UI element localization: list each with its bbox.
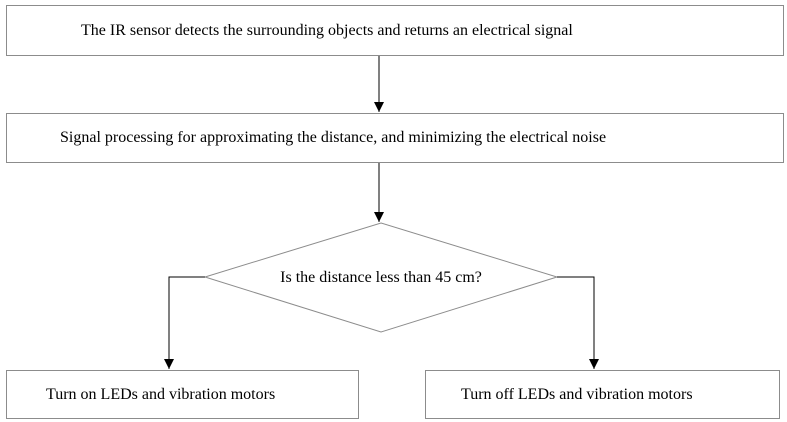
- outcome-turn-off-box: Turn off LEDs and vibration motors: [425, 370, 780, 419]
- outcome-turn-on-box: Turn on LEDs and vibration motors: [6, 370, 359, 419]
- step-sensor-text: The IR sensor detects the surrounding ob…: [81, 21, 573, 39]
- outcome-turn-off-text: Turn off LEDs and vibration motors: [461, 385, 693, 403]
- outcome-turn-on-text: Turn on LEDs and vibration motors: [46, 385, 276, 403]
- step-sensor-box: The IR sensor detects the surrounding ob…: [6, 5, 784, 56]
- step-processing-box: Signal processing for approximating the …: [6, 113, 784, 163]
- decision-diamond: [203, 222, 559, 333]
- decision-question: Is the distance less than 45 cm?: [280, 269, 482, 286]
- connector-decision-to-turn-on: [164, 276, 205, 369]
- connector-decision-to-turn-off: [557, 276, 599, 369]
- step-processing-text: Signal processing for approximating the …: [60, 129, 607, 146]
